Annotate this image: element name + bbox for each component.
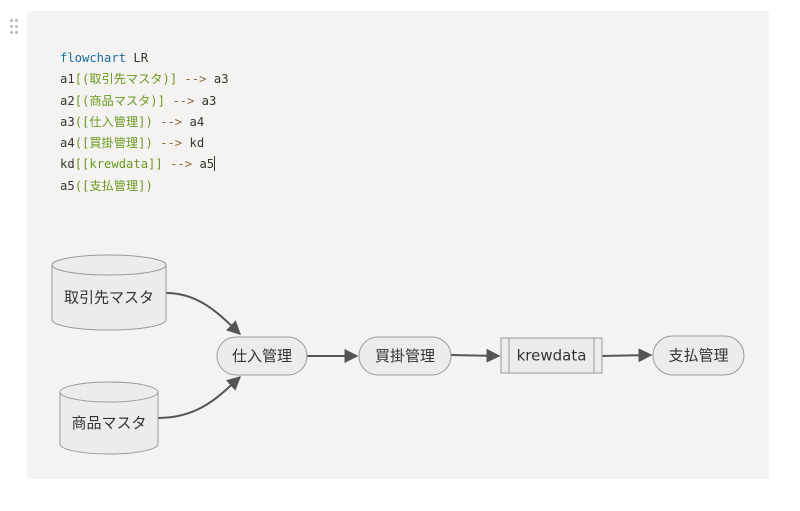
flowchart-node-kd: krewdata [500,337,603,374]
code-token: --> [162,157,200,172]
node-label: 買掛管理 [375,347,435,365]
code-token: --> [152,136,190,151]
edge-a2-a3 [157,376,242,419]
edge-kd-a5 [601,348,653,363]
code-token: ([買掛管理]) [74,136,153,151]
code-token: a2 [60,93,75,108]
code-line: a3([仕入管理]) --> a4 [60,112,229,133]
code-token: --> [177,72,214,87]
flowchart-node-a1: 取引先マスタ [51,254,167,331]
cylinder-top [59,381,159,403]
stadium-shape [652,335,745,376]
stadium-shape [358,336,452,376]
node-label: krewdata [517,347,587,365]
code-token: a5 [199,157,215,172]
subroutine-shape [500,337,603,374]
block-drag-handle[interactable] [8,17,20,37]
code-line: a5([支払管理]) [60,176,229,197]
code-token: a3 [213,72,229,87]
code-token: LR [126,51,149,65]
flowchart-node-a2: 商品マスタ [59,381,159,455]
flowchart-node-a5: 支払管理 [652,335,745,376]
code-token: a4 [60,136,75,151]
code-line: a4([買掛管理]) --> kd [60,133,229,154]
code-line: a1[(取引先マスタ)] --> a3 [60,69,229,90]
code-token: kd [60,157,75,172]
code-token: a4 [189,114,205,129]
node-label: 取引先マスタ [64,289,154,307]
code-line: a2[(商品マスタ)] --> a3 [60,91,229,112]
cylinder-body [59,392,159,455]
node-label: 商品マスタ [71,414,146,432]
flowchart-node-a3: 仕入管理 [216,336,308,376]
node-label: 仕入管理 [232,347,292,365]
code-token: flowchart [60,51,127,65]
code-token: a5 [60,178,75,193]
code-token: [[krewdata]] [74,157,163,172]
edge-a4-kd [450,348,501,363]
code-token: a1 [60,72,75,87]
code-token: [(商品マスタ)] [74,93,165,108]
code-token: ([仕入管理]) [74,114,153,129]
code-line: flowchart LR [60,48,229,69]
text-caret [214,156,216,172]
flowchart-node-a4: 買掛管理 [358,336,452,376]
edge-a1-a3 [165,292,242,335]
cylinder-top [51,254,167,276]
code-token: a3 [201,93,217,108]
code-token: kd [189,136,205,151]
code-token: a3 [60,114,75,129]
cylinder-body [51,265,167,331]
code-line: kd[[krewdata]] --> a5 [60,154,229,175]
code-token: --> [152,114,190,129]
code-token: ([支払管理]) [74,178,153,193]
code-token: --> [164,93,202,108]
code-token: [(取引先マスタ)] [74,72,178,87]
node-label: 支払管理 [668,347,728,365]
stadium-shape [216,336,308,376]
